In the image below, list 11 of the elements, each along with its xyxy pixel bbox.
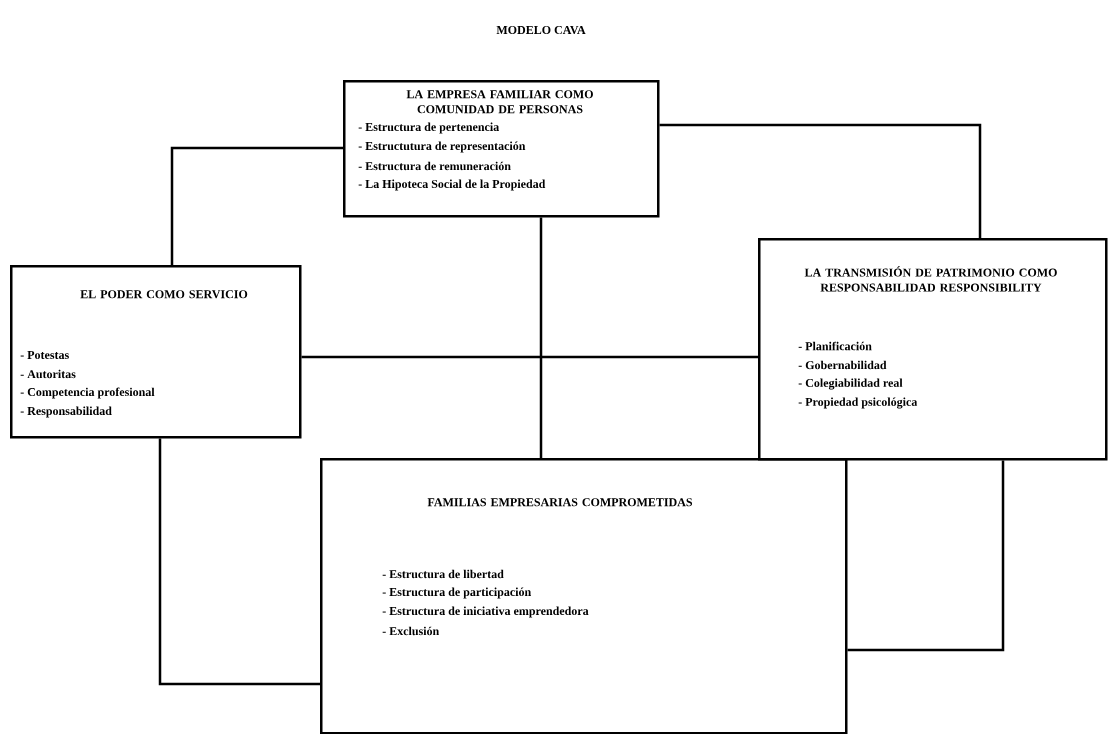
text-box: LA TRANSMISIÓN DE PATRIMONIO COMO RESPONSABILIDAD RESPONSIBILITY - Planificación - Gobernabilidad - Colegiabilidad real - Propiedad psicológica xyxy=(758,238,1108,461)
diagram-title: MODELO CAVA xyxy=(496,25,586,35)
text-box: EL PODER COMO SERVICIO - Potestas - Autoritas - Competencia profesional - Responsabilidad xyxy=(10,265,302,439)
connector-line xyxy=(170,146,343,265)
connector-line xyxy=(539,217,543,458)
connector-line xyxy=(659,123,982,238)
connector-line xyxy=(158,438,320,686)
text-box: LA EMPRESA FAMILIAR COMO COMUNIDAD DE PERSONAS - Estructura de pertenencia - Estructutura de representación - Estructura de remuneración - La Hipoteca Social de la Propiedad xyxy=(343,80,660,218)
text-box: FAMILIAS EMPRESARIAS COMPROMETIDAS - Estructura de libertad - Estructura de participación - Estructura de iniciativa emprendedora - Exclusión xyxy=(320,458,848,734)
connector-line xyxy=(301,355,758,359)
connector-line xyxy=(847,460,1005,652)
